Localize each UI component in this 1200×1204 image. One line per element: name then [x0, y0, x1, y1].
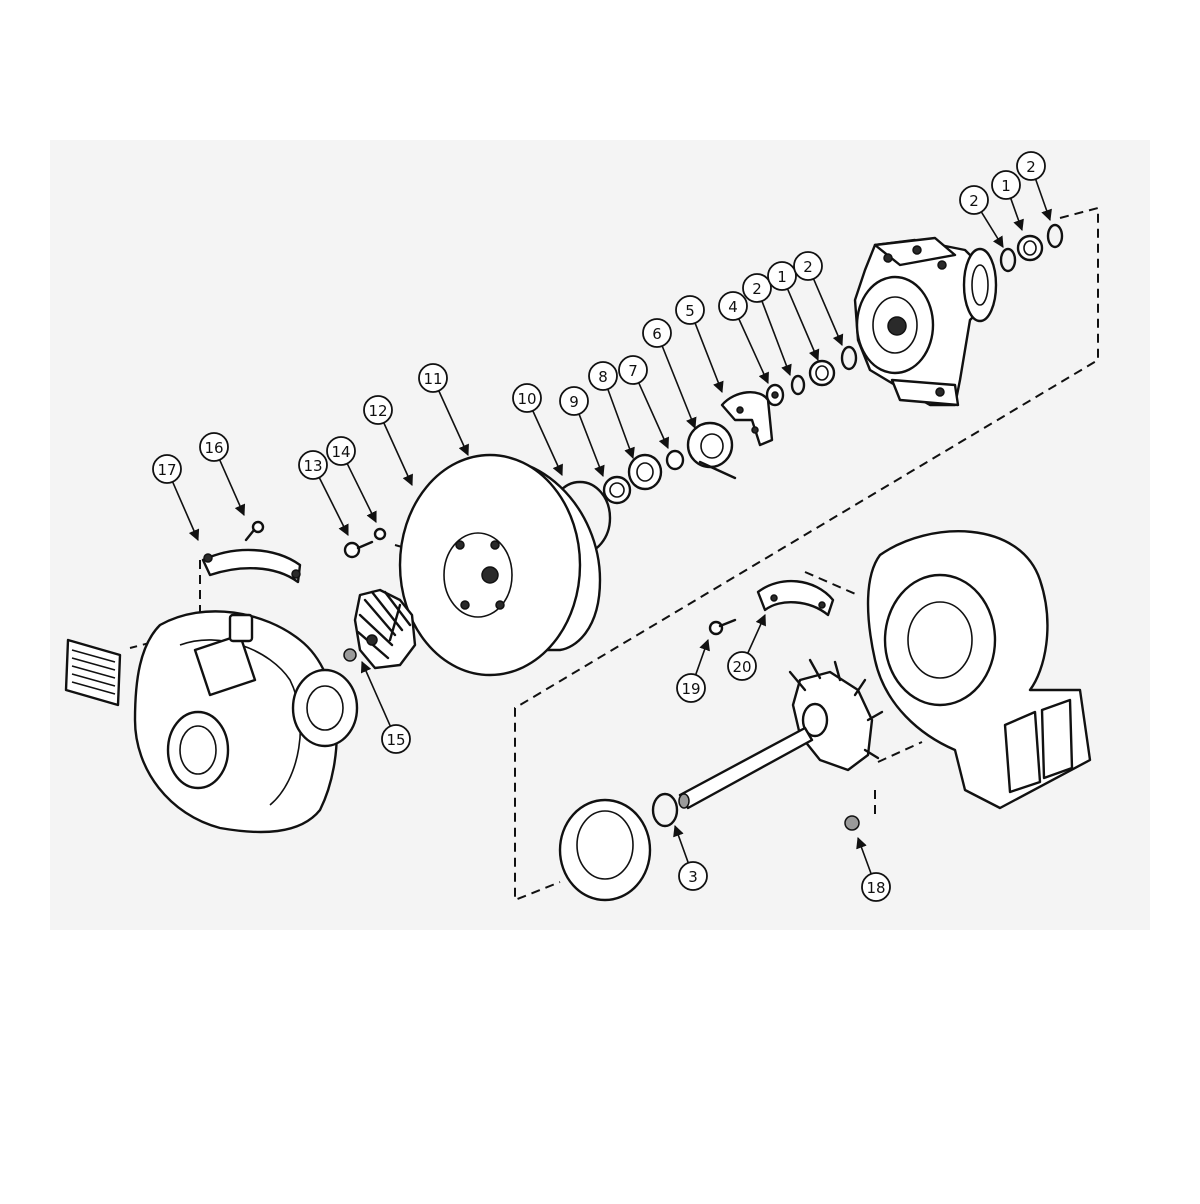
- callout-balloon-10: [512, 383, 542, 413]
- callout-leader-8: [607, 388, 635, 460]
- callout-balloon-7: [618, 355, 648, 385]
- callout-number-6: 6: [652, 325, 662, 343]
- callout-number-13: 13: [303, 457, 322, 475]
- callout-number-3: 3: [688, 868, 698, 886]
- compressor-housing: [133, 610, 359, 834]
- callout-leader-14: [346, 463, 377, 524]
- callout-number-14: 14: [331, 443, 350, 461]
- callout-leader-9: [578, 413, 605, 478]
- callout-number-2: 2: [1026, 158, 1036, 176]
- callout-number-10: 10: [517, 390, 536, 408]
- callout-balloon-20: [727, 651, 757, 681]
- callout-number-2: 2: [752, 280, 762, 298]
- callout-leader-11: [438, 390, 469, 457]
- callout-number-20: 20: [732, 658, 751, 676]
- callout-number-2: 2: [969, 192, 979, 210]
- turbine-seal-parts: [558, 792, 679, 902]
- callout-leader-19: [694, 638, 710, 676]
- callout-balloon-1: [767, 261, 797, 291]
- callout-balloon-13: [298, 450, 328, 480]
- callout-leader-2: [761, 300, 792, 377]
- callout-balloon-8: [588, 361, 618, 391]
- callout-leader-16: [218, 459, 246, 517]
- callout-balloon-12: [363, 395, 393, 425]
- callout-number-19: 19: [681, 680, 700, 698]
- callout-leader-18: [856, 836, 872, 875]
- callout-number-16: 16: [204, 439, 223, 457]
- callout-leader-10: [532, 410, 563, 477]
- callout-balloon-6: [642, 318, 672, 348]
- callout-number-1: 1: [777, 268, 787, 286]
- thrust-parts: [686, 391, 774, 480]
- callout-leader-2: [812, 278, 844, 347]
- callout-number-8: 8: [598, 368, 608, 386]
- retaining-rings-group: [765, 223, 1064, 407]
- callout-leader-2: [980, 211, 1004, 248]
- callout-balloon-3: [678, 861, 708, 891]
- callout-leader-17: [171, 481, 200, 542]
- callout-leader-12: [383, 422, 413, 487]
- callout-leader-4: [738, 318, 769, 385]
- callout-balloon-16: [199, 432, 229, 462]
- callout-balloon-2: [793, 251, 823, 281]
- callout-number-11: 11: [423, 370, 442, 388]
- callout-leader-20: [747, 613, 766, 654]
- callout-leader-1: [786, 288, 820, 362]
- callout-leader-13: [318, 477, 349, 537]
- callout-number-17: 17: [157, 461, 176, 479]
- callout-leader-6: [661, 345, 697, 430]
- callout-number-15: 15: [386, 731, 405, 749]
- callout-number-7: 7: [628, 362, 638, 380]
- callout-number-9: 9: [569, 393, 579, 411]
- callout-number-2: 2: [803, 258, 813, 276]
- callout-leader-15: [360, 660, 392, 727]
- callout-number-1: 1: [1001, 177, 1011, 195]
- callout-balloon-9: [559, 386, 589, 416]
- callout-balloon-11: [418, 363, 448, 393]
- callout-balloon-14: [326, 436, 356, 466]
- callout-balloon-17: [152, 454, 182, 484]
- callout-leader-3: [673, 824, 690, 864]
- callout-balloon-15: [381, 724, 411, 754]
- callout-balloon-2: [959, 185, 989, 215]
- bolt-washer-13-14: [343, 527, 387, 559]
- callout-leader-2: [1034, 178, 1052, 222]
- nameplate: [64, 638, 122, 707]
- callout-leader-5: [694, 322, 724, 394]
- callout-balloon-2: [742, 273, 772, 303]
- callout-leader-1: [1009, 197, 1024, 232]
- callout-number-5: 5: [685, 302, 695, 320]
- callout-balloon-1: [991, 170, 1021, 200]
- callout-balloon-2: [1016, 151, 1046, 181]
- callout-number-4: 4: [728, 298, 738, 316]
- compressor-back-plate: [398, 453, 602, 677]
- heat-shield-20: [708, 579, 835, 636]
- callout-number-12: 12: [368, 402, 387, 420]
- turbine-wheel-shaft: [678, 658, 884, 810]
- callout-balloon-5: [675, 295, 705, 325]
- callout-number-18: 18: [866, 879, 885, 897]
- callout-balloon-18: [861, 872, 891, 902]
- bearing-housing: [853, 236, 998, 407]
- turbine-housing: [844, 530, 1092, 831]
- callout-leader-7: [638, 382, 669, 450]
- compressor-wheel: [343, 588, 417, 670]
- callout-balloon-19: [676, 673, 706, 703]
- clamp-17: [201, 520, 302, 584]
- callout-balloon-4: [718, 291, 748, 321]
